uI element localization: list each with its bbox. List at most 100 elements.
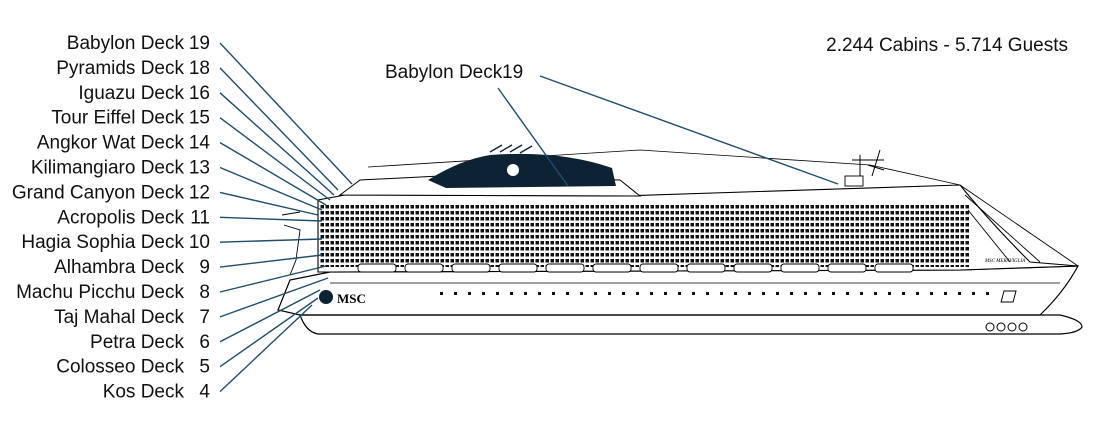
lifeboat [874, 263, 914, 273]
deck-label-name: Grand Canyon Deck [12, 182, 185, 203]
hull-window [846, 292, 849, 295]
brand-text: MSC [337, 291, 366, 306]
top-callout-label: Babylon Deck [385, 62, 503, 83]
deck-label-name: Angkor Wat Deck [37, 133, 185, 154]
deck-leader-line [219, 117, 331, 201]
hull-window [454, 292, 457, 295]
hull-window [566, 292, 569, 295]
lifeboat [451, 263, 491, 273]
main-hull [277, 265, 1080, 316]
hull-window [524, 292, 527, 295]
hull-window [972, 292, 975, 295]
hull-window [804, 292, 807, 295]
lifeboat [545, 263, 585, 273]
hull-window [706, 292, 709, 295]
hull-window [692, 292, 695, 295]
hull-window [860, 292, 863, 295]
deck-leader-line [219, 238, 323, 243]
deck-label-name: Taj Mahal Deck [54, 307, 184, 328]
deck-leader-line [219, 254, 323, 268]
deck-label-number: 13 [189, 158, 210, 179]
deck-label-name: Machu Picchu Deck [16, 282, 184, 303]
bow-flare [959, 184, 1079, 267]
hull-name: MSC MERAVIGLIA [984, 259, 1026, 264]
deck-leader-line [219, 216, 323, 222]
lifeboat [827, 263, 867, 273]
hull-window [608, 292, 611, 295]
deck-label-name: Kilimangiaro Deck [31, 158, 185, 179]
cabin-grid [320, 205, 970, 267]
deck-leader-line [219, 92, 335, 196]
hull-window [902, 292, 905, 295]
anchor-housing [1000, 290, 1017, 303]
lifeboat-row [357, 263, 914, 273]
hull-window [944, 292, 947, 295]
hull-window [552, 292, 555, 295]
deck-label-number: 14 [189, 133, 211, 154]
hull-window [958, 292, 961, 295]
hull-window [734, 292, 737, 295]
hull-window [930, 292, 933, 295]
deck-label-number: 4 [199, 382, 210, 403]
deck-leader-line [219, 265, 327, 293]
hull-window [650, 292, 653, 295]
deck-label-number: 15 [189, 108, 210, 129]
hull-window [748, 292, 751, 295]
deck-leader-line [219, 42, 353, 185]
deck-leader-line [219, 289, 321, 343]
radar-mast [852, 149, 885, 177]
lifeboat [404, 263, 444, 273]
deck-label-number: 9 [199, 257, 210, 278]
deck-label-number: 7 [199, 307, 210, 328]
deck-label-name: Petra Deck [90, 332, 184, 353]
hull-window [790, 292, 793, 295]
deck-label-name: Iguazu Deck [78, 83, 184, 104]
deck-label-name: Acropolis Deck [57, 207, 184, 228]
hull-window [916, 292, 919, 295]
hull-window [538, 292, 541, 295]
funnel-fins [489, 144, 533, 154]
funnel [428, 153, 616, 188]
deck-label-number: 12 [189, 182, 210, 203]
hull-window [440, 292, 443, 295]
deck-label-name: Hagia Sophia Deck [21, 232, 184, 253]
lifeboat [686, 263, 726, 273]
stern-railing [281, 211, 301, 276]
deck-label-number: 10 [189, 232, 210, 253]
hull-window [594, 292, 597, 295]
lifeboat [592, 263, 632, 273]
top-callout-number: 19 [502, 62, 523, 83]
leader-lines [219, 42, 839, 393]
msc-logo: MSC [319, 290, 366, 306]
deck-label-number: 5 [199, 357, 210, 378]
hull-window [622, 292, 625, 295]
deck-label-name: Tour Eiffel Deck [51, 108, 184, 129]
hull-window [664, 292, 667, 295]
hull-window [468, 292, 471, 295]
lifeboat [780, 263, 820, 273]
deck-leader-line [219, 304, 313, 393]
deck-label-number: 18 [189, 58, 210, 79]
hull-window [636, 292, 639, 295]
lifeboat [357, 263, 397, 273]
bridge [844, 175, 864, 187]
deck-label-number: 6 [199, 332, 210, 353]
deck-label-number: 19 [189, 33, 210, 54]
hull-window [888, 292, 891, 295]
bow-portholes [985, 322, 1028, 332]
top-callout-leader [539, 75, 839, 185]
lower-hull [299, 314, 1083, 335]
lifeboat [639, 263, 679, 273]
hull-window [580, 292, 583, 295]
deck-leader-line [219, 191, 319, 216]
deck-label-name: Babylon Deck [67, 33, 185, 54]
capacity-summary: 2.244 Cabins - 5.714 Guests [826, 35, 1068, 56]
hull-window [776, 292, 779, 295]
deck-leader-line [219, 297, 319, 368]
deck-label-name: Alhambra Deck [54, 257, 184, 278]
hull-window [818, 292, 821, 295]
deck-leader-line [219, 67, 339, 191]
hull-window [762, 292, 765, 295]
